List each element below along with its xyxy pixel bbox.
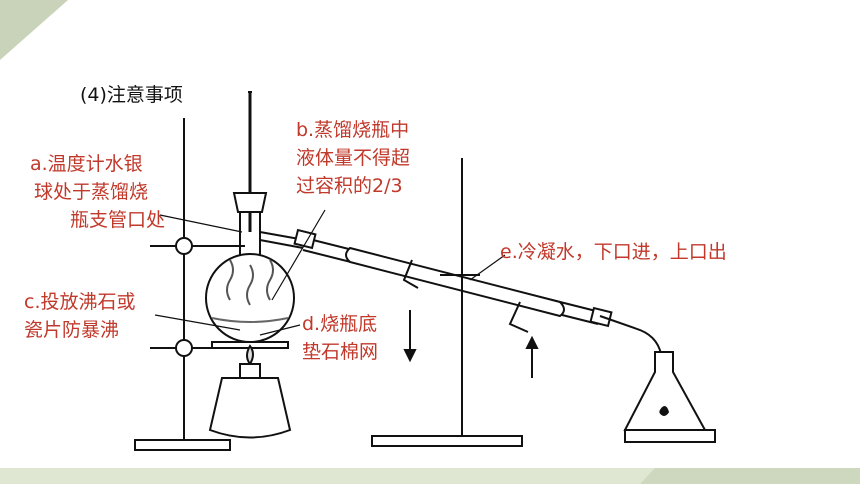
stopper [232,192,268,213]
alcohol-lamp [208,377,292,439]
label-d: d.烧瓶底 垫石棉网 [302,313,379,363]
corner-triangle [0,0,68,60]
receiving-flask [623,351,707,431]
middle-stand-base [371,435,523,447]
label-a: a.温度计水银 球处于蒸馏烧 瓶支管口处 [30,153,166,231]
bottom-band [0,468,860,484]
label-b: b.蒸馏烧瓶中 液体量不得超 过容积的2/3 [296,119,411,197]
left-stand-base [134,439,231,451]
page-title: (4)注意事项 [80,84,183,106]
label-c: c.投放沸石或 瓷片防暴沸 [24,291,136,341]
label-e: e.冷凝水，下口进，上口出 [500,241,727,263]
distilling-flask [205,253,295,343]
